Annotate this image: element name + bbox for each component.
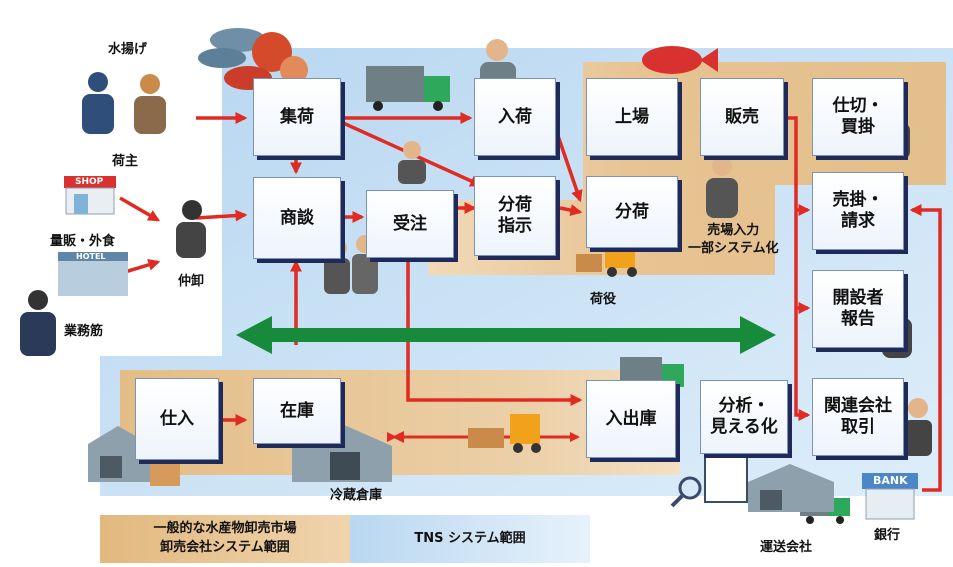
process-box-bunka-shiji: 分荷 指示 — [474, 176, 556, 256]
warehouse-arrow-left-head — [392, 431, 404, 443]
process-box-shodan: 商談 — [253, 177, 341, 259]
process-box-shuka: 集荷 — [253, 78, 341, 156]
process-box-nyuka: 入荷 — [474, 78, 556, 156]
label-ryohan: 量販・外食 — [50, 234, 116, 249]
warehouse-illustration-right — [748, 464, 834, 512]
process-box-joba: 上場 — [586, 78, 678, 156]
fish-pile-illustration — [198, 28, 308, 90]
process-box-hanbai: 販売 — [700, 78, 784, 156]
process-box-bunseki: 分析・ 見える化 — [700, 380, 788, 454]
label-bank: BANK — [873, 474, 908, 487]
process-box-zaiko: 在庫 — [253, 378, 341, 444]
label-unso: 運送会社 — [760, 540, 813, 555]
label-nakaoroshi: 仲卸 — [178, 274, 205, 289]
process-box-juchu: 受注 — [366, 190, 454, 258]
legend-tns-label: TNS システム範囲 — [414, 530, 526, 546]
hotel-illustration — [58, 252, 128, 296]
process-box-shikiri: 仕切・ 買掛 — [812, 78, 904, 156]
process-box-nyushukko: 入出庫 — [586, 380, 676, 458]
bank-illustration — [862, 473, 918, 520]
label-reizo: 冷蔵倉庫 — [330, 488, 383, 503]
label-gyomusuji: 業務筋 — [64, 324, 104, 339]
shop-illustration — [64, 176, 116, 215]
flow-arrows — [114, 112, 942, 492]
clipboard-illustration — [670, 449, 748, 508]
label-niyaku: 荷役 — [590, 292, 617, 307]
legend-tns-swatch — [350, 515, 590, 563]
label-uriba: 売場入力 一部システム化 — [688, 223, 779, 256]
process-box-urikake: 売掛・ 請求 — [812, 172, 904, 250]
label-hotel: HOTEL — [76, 252, 106, 261]
process-box-kaisetsusha: 開設者 報告 — [812, 270, 904, 348]
label-ginko: 銀行 — [874, 528, 901, 543]
truck-illustration-top — [366, 66, 450, 111]
label-niushi: 荷主 — [112, 154, 139, 169]
label-shop: SHOP — [75, 177, 104, 187]
green-double-arrow — [236, 316, 776, 354]
label-mizuage: 水揚げ — [108, 42, 148, 57]
process-box-bunka: 分荷 — [586, 176, 678, 248]
process-box-shiire: 仕入 — [135, 378, 219, 460]
legend-general-swatch — [100, 515, 350, 563]
warehouse-illustration-left — [88, 426, 180, 486]
process-box-kanren: 関連会社 取引 — [812, 378, 904, 456]
red-snapper-illustration — [642, 46, 718, 74]
legend-general-label: 一般的な水産物卸売市場 卸売会社システム範囲 — [153, 521, 297, 555]
forklift-illustration-bottom — [468, 414, 541, 453]
